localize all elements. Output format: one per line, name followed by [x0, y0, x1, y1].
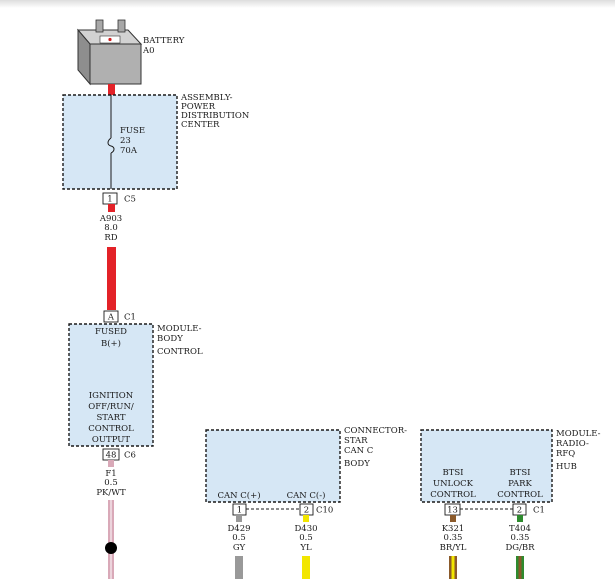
rfh-label-1: MODULE-	[556, 429, 601, 439]
fuse-number: 23	[120, 136, 131, 146]
k321-circuit: K321	[442, 524, 465, 534]
d430-wire-stub	[303, 515, 309, 522]
a903-color: RD	[104, 233, 117, 243]
pdc-box	[62, 94, 178, 190]
rfh-connector: C1	[533, 506, 545, 516]
rfh-park-2: PARK	[508, 479, 532, 489]
a903-wire	[107, 247, 116, 310]
a903-circuit: A903	[99, 214, 122, 224]
t404-color: DG/BR	[505, 543, 535, 553]
star-pin1: 1	[237, 506, 242, 516]
star-can-minus: CAN C(-)	[287, 490, 326, 501]
battery-icon	[76, 19, 143, 86]
d429-wire-stub	[236, 515, 242, 522]
star-can-plus: CAN C(+)	[217, 490, 260, 501]
a903-wire-stub	[108, 204, 115, 212]
pdc-connector: C5	[124, 195, 136, 205]
bcm-ign-2: OFF/RUN/	[88, 402, 134, 412]
rfh-unlock-2: UNLOCK	[433, 479, 474, 489]
battery-code: A0	[142, 46, 155, 56]
splice-dot	[105, 542, 117, 554]
f1-color: PK/WT	[96, 488, 126, 498]
bcm-in-pin: A	[107, 313, 115, 323]
star-label-3: CAN C	[344, 446, 373, 456]
t404-circuit: T404	[509, 524, 531, 534]
fuse-rating: 70A	[120, 146, 138, 156]
t404-gauge: 0.35	[511, 533, 530, 543]
d429-color: GY	[233, 543, 246, 553]
t404-wire-tracer	[518, 556, 522, 579]
d430-wire	[302, 556, 310, 579]
pdc-label-1: ASSEMBLY-	[180, 93, 233, 103]
battery-feed-wire	[108, 84, 115, 95]
top-shadow	[0, 0, 615, 8]
bcm-in-connector: C1	[124, 313, 136, 323]
bcm-ign-3: START	[96, 413, 125, 423]
d430-circuit: D430	[294, 524, 317, 534]
d429-circuit: D429	[227, 524, 250, 534]
bcm-out-connector: C6	[124, 451, 136, 461]
rfh-pin1: 13	[447, 506, 458, 516]
star-label-1: CONNECTOR-	[344, 426, 407, 436]
star-label-2: STAR	[344, 436, 368, 446]
f1-gauge: 0.5	[104, 478, 118, 488]
bcm-box	[68, 323, 154, 447]
d429-wire	[235, 556, 243, 579]
star-connector: C10	[316, 506, 333, 516]
rfh-park-3: CONTROL	[497, 490, 543, 500]
a903-gauge: 8.0	[104, 223, 118, 233]
d429-gauge: 0.5	[232, 533, 246, 543]
rfh-label-3: RFQ	[556, 449, 575, 459]
rfh-box	[420, 429, 553, 503]
bcm-label-3: CONTROL	[157, 347, 203, 357]
bcm-ign-4: CONTROL	[88, 424, 134, 434]
bcm-label-2: BODY	[157, 334, 183, 344]
fuse-icon	[107, 137, 115, 154]
bcm-fused-1: FUSED	[95, 327, 127, 337]
rfh-unlock-1: BTSI	[442, 468, 463, 478]
star-label-4: BODY	[344, 459, 370, 469]
fuse-label: FUSE	[120, 126, 145, 136]
k321-wire-tracer	[451, 556, 455, 579]
bcm-label-1: MODULE-	[157, 324, 202, 334]
rfh-pin2: 2	[517, 506, 522, 516]
rfh-unlock-3: CONTROL	[430, 490, 476, 500]
rfh-label-4: HUB	[556, 462, 577, 472]
bcm-ign-5: OUTPUT	[92, 435, 131, 445]
k321-gauge: 0.35	[444, 533, 463, 543]
pdc-pin: 1	[107, 195, 112, 205]
f1-circuit: F1	[105, 469, 116, 479]
d430-gauge: 0.5	[299, 533, 313, 543]
battery-name: BATTERY	[143, 36, 185, 46]
bcm-in-pin-box	[103, 310, 119, 323]
pdc-label-3: DISTRIBUTION	[181, 111, 250, 121]
pdc-label-4: CENTER	[181, 120, 220, 130]
d430-color: YL	[299, 543, 312, 553]
k321-wire-stub	[450, 515, 456, 522]
bcm-ign-1: IGNITION	[89, 391, 134, 401]
t404-wire-stub	[517, 515, 523, 522]
star-pin2: 2	[304, 506, 309, 516]
f1-wire-stub	[108, 460, 114, 467]
bcm-out-pin: 48	[106, 451, 117, 461]
k321-color: BR/YL	[440, 543, 467, 553]
bcm-fused-2: B(+)	[101, 338, 121, 349]
pdc-label-2: POWER	[181, 102, 216, 112]
star-box	[205, 429, 341, 503]
rfh-park-1: BTSI	[509, 468, 530, 478]
rfh-label-2: RADIO-	[556, 439, 589, 449]
